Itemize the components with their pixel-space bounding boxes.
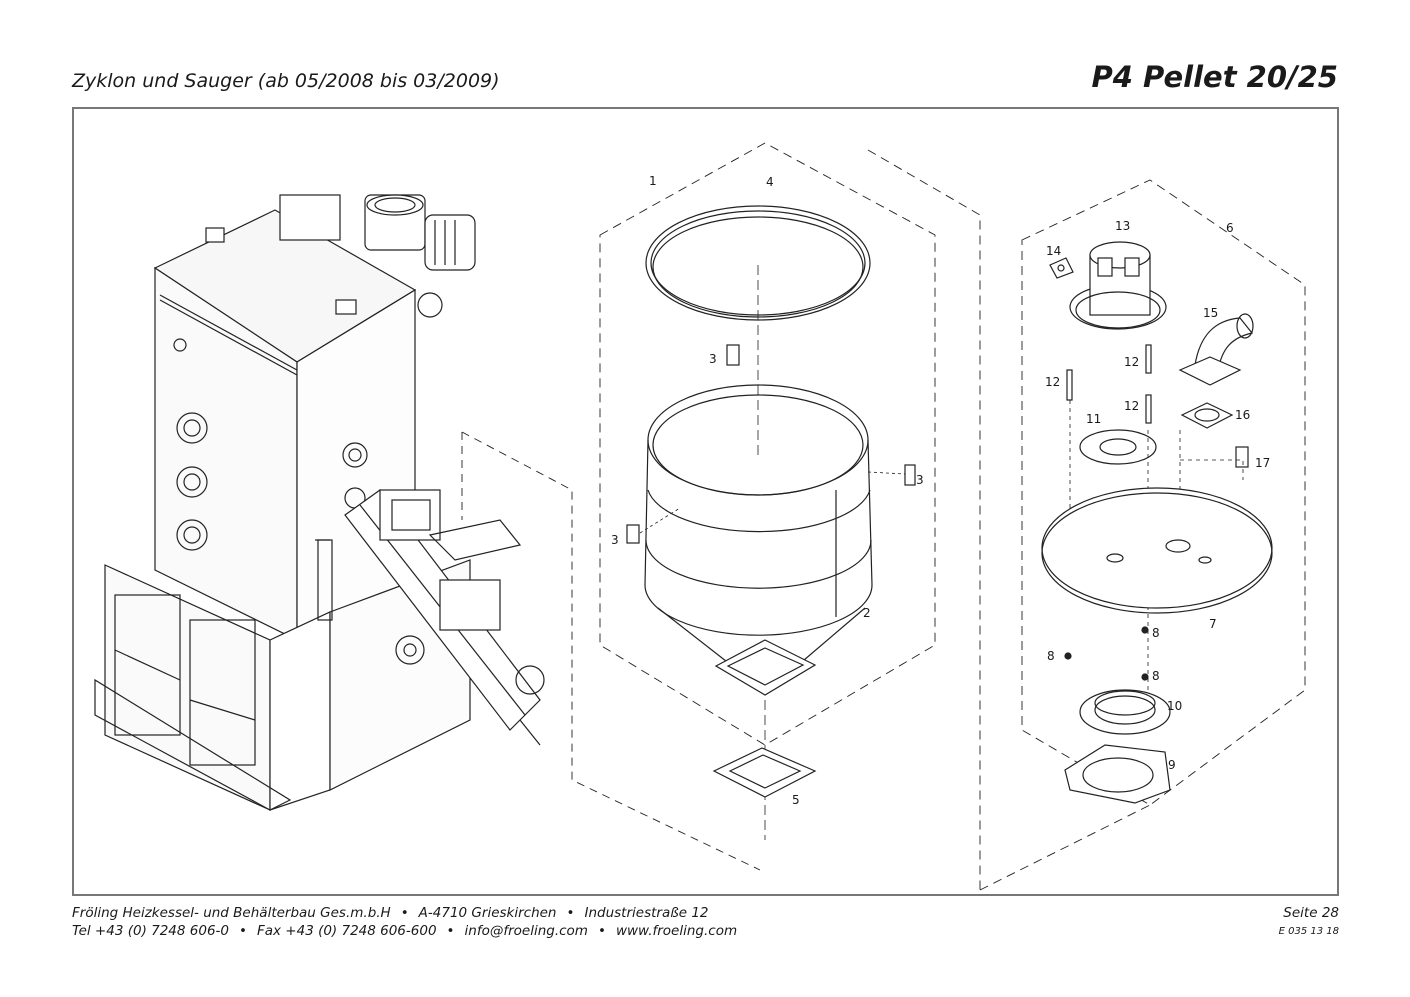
callout-1: 1: [649, 174, 657, 188]
footer-web: www.froeling.com: [615, 923, 738, 939]
callout-2: 2: [863, 606, 871, 620]
footer-bullet: •: [597, 923, 606, 939]
callout-13: 13: [1115, 219, 1130, 233]
footer-address: A-4710 Grieskirchen: [418, 905, 557, 921]
callout-12-c: 12: [1124, 399, 1139, 413]
footer-email: info@froeling.com: [464, 923, 588, 939]
callout-6: 6: [1226, 221, 1234, 235]
footer-street: Industriestraße 12: [584, 905, 709, 921]
callout-12-b: 12: [1045, 375, 1060, 389]
callout-17: 17: [1255, 456, 1270, 470]
footer: Fröling Heizkessel- und Behälterbau Ges.…: [72, 905, 1339, 941]
footer-fax: Fax +43 (0) 7248 606-600: [256, 923, 437, 939]
callout-3-left: 3: [611, 533, 619, 547]
callout-4: 4: [766, 175, 774, 189]
callout-12-a: 12: [1124, 355, 1139, 369]
drawing-frame: [72, 107, 1339, 896]
callout-14: 14: [1046, 244, 1061, 258]
callout-8-a: 8: [1152, 626, 1160, 640]
callout-15: 15: [1203, 306, 1218, 320]
footer-company: Fröling Heizkessel- und Behälterbau Ges.…: [72, 905, 391, 921]
callout-3-upper: 3: [709, 352, 717, 366]
footer-bullet: •: [446, 923, 455, 939]
callout-10: 10: [1167, 699, 1182, 713]
footer-bullet: •: [239, 923, 247, 939]
callout-8-b: 8: [1047, 649, 1055, 663]
footer-doc-code: E 035 13 18: [1278, 926, 1339, 937]
callout-16: 16: [1235, 408, 1250, 422]
footer-bullet: •: [566, 905, 575, 921]
footer-phone: Tel +43 (0) 7248 606-0: [72, 923, 229, 939]
drawing-subtitle: Zyklon und Sauger (ab 05/2008 bis 03/200…: [72, 70, 500, 92]
drawing-title: P4 Pellet 20/25: [1091, 60, 1339, 94]
footer-bullet: •: [400, 905, 409, 921]
footer-page: Seite 28: [1283, 905, 1339, 921]
suction-unit-assembly: [979, 179, 1306, 891]
cyclone-assembly: [599, 142, 981, 890]
footer-line-2: Tel +43 (0) 7248 606-0 • Fax +43 (0) 7248 …: [72, 923, 1339, 941]
callout-3-right: 3: [916, 473, 924, 487]
footer-line-1: Fröling Heizkessel- und Behälterbau Ges.…: [72, 905, 1339, 923]
callout-9: 9: [1168, 758, 1176, 772]
callout-11: 11: [1086, 412, 1101, 426]
boiler-assembly: [94, 194, 761, 871]
callout-8-c: 8: [1152, 669, 1160, 683]
callout-5: 5: [792, 793, 800, 807]
callout-7: 7: [1209, 617, 1217, 631]
